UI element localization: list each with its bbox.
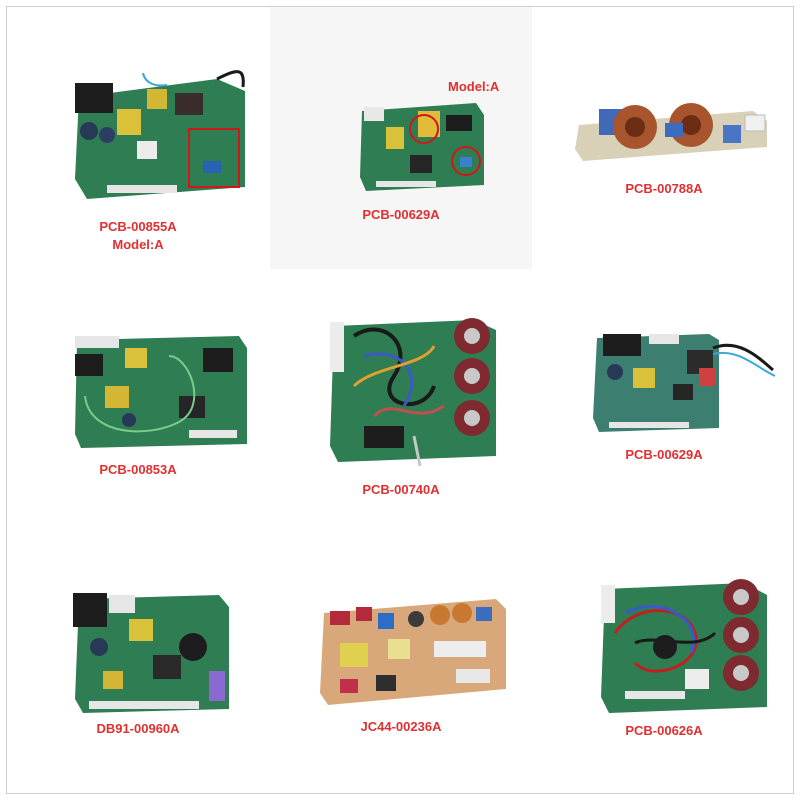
model-note-label: Model:A: [448, 79, 500, 94]
model-note-label: Model:A: [112, 237, 164, 252]
pcb-board-image: [75, 70, 245, 199]
part-number-label: PCB-00855A: [99, 219, 177, 234]
pcb-board-image: [360, 103, 484, 191]
product-cell-2: Model:A PCB-00629A: [270, 7, 532, 269]
part-number-label: PCB-00629A: [625, 447, 703, 462]
product-cell-3: PCB-00788A: [533, 7, 795, 269]
product-cell-7: DB91-00960A: [7, 533, 269, 795]
pcb-board-image: [75, 336, 247, 448]
part-number-label: PCB-00629A: [362, 207, 440, 222]
product-cell-6: PCB-00629A: [533, 270, 795, 532]
part-number-label: JC44-00236A: [360, 719, 442, 734]
product-grid: PCB-00855A Model:A Model:A PCB-00629A: [6, 6, 794, 794]
pcb-board-image: [601, 579, 767, 713]
part-number-label: DB91-00960A: [96, 721, 180, 736]
product-cell-9: PCB-00626A: [533, 533, 795, 795]
pcb-board-image: [73, 593, 229, 713]
part-number-label: PCB-00740A: [362, 482, 440, 497]
pcb-board-image: [330, 318, 496, 467]
part-number-label: PCB-00853A: [99, 462, 177, 477]
pcb-board-image: [593, 334, 776, 432]
product-cell-8: JC44-00236A: [270, 533, 532, 795]
product-cell-5: PCB-00740A: [270, 270, 532, 532]
product-cell-1: PCB-00855A Model:A: [7, 7, 269, 269]
pcb-board-image: [320, 599, 506, 705]
part-number-label: PCB-00788A: [625, 181, 703, 196]
part-number-label: PCB-00626A: [625, 723, 703, 738]
pcb-board-image: [575, 103, 767, 161]
product-cell-4: PCB-00853A: [7, 270, 269, 532]
